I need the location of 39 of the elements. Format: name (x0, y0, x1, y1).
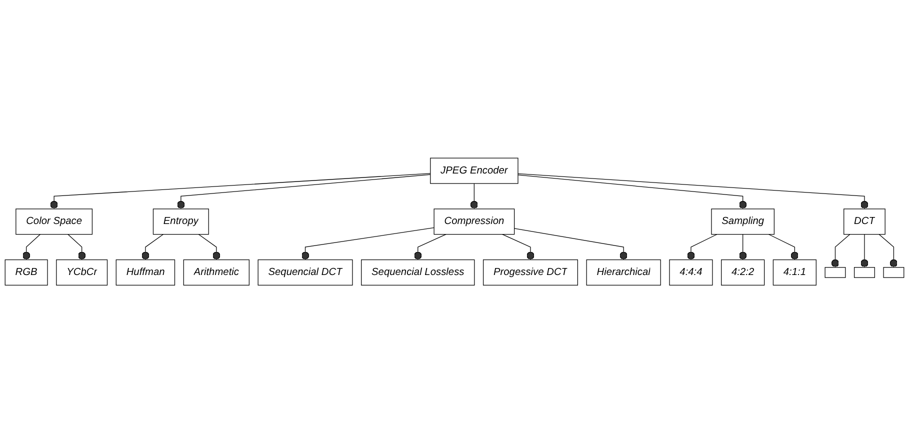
node-box: RGB (4, 260, 48, 286)
node-box: Huffman (116, 260, 176, 286)
connector (22, 234, 40, 260)
node-box: DCT (844, 208, 886, 236)
connector (514, 228, 628, 260)
node-box: Compression (434, 208, 515, 236)
node-box: Sampling (711, 208, 775, 236)
node-box: Entropy (152, 208, 209, 236)
connector (50, 173, 431, 210)
connector (68, 234, 86, 260)
node-box: YCbCr (56, 260, 108, 286)
connector (738, 234, 747, 260)
connector (470, 184, 478, 210)
connector (768, 234, 799, 260)
connector (198, 234, 220, 260)
node-box (824, 267, 846, 278)
connector (518, 174, 747, 210)
node-box (883, 267, 904, 278)
connector (301, 228, 434, 260)
node-box: Color Space (16, 208, 93, 236)
connector (502, 234, 534, 260)
node-box: Arithmetic (183, 260, 250, 286)
connector (518, 174, 868, 210)
node-box: 4:2:2 (721, 260, 765, 286)
node-box: Sequencial Lossless (361, 260, 475, 286)
connector (142, 234, 164, 260)
connector (878, 234, 898, 268)
node-box: Progessive DCT (482, 260, 578, 286)
node-box: 4:4:4 (669, 260, 713, 286)
node-box (854, 267, 875, 278)
node-box: 4:1:1 (772, 260, 816, 286)
node-box: Hierarchical (586, 260, 661, 286)
node-box: JPEG Encoder (430, 158, 518, 184)
connector (177, 174, 431, 210)
node-box: Sequencial DCT (258, 260, 353, 286)
connector (687, 234, 718, 260)
connector (414, 234, 446, 260)
connector (831, 234, 850, 268)
connector (860, 234, 868, 268)
